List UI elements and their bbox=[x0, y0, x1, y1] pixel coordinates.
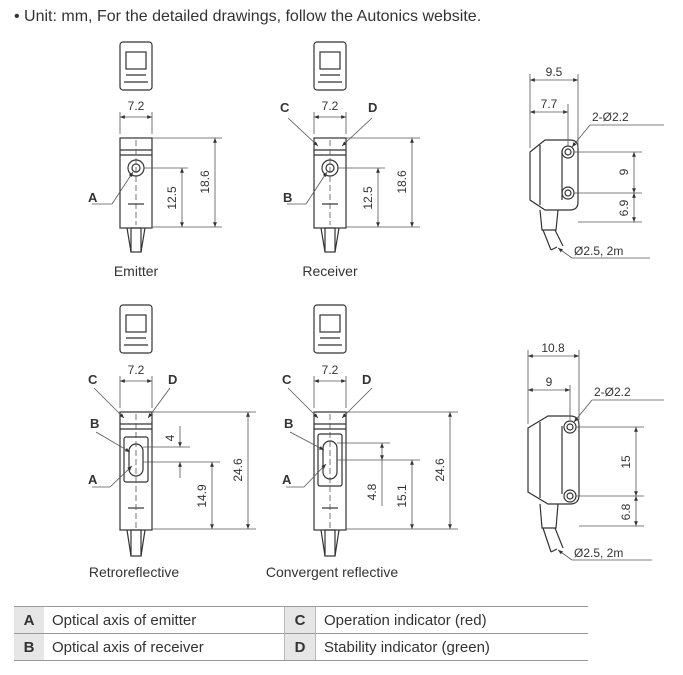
emitter-total-height-dim: 18.6 bbox=[198, 170, 212, 194]
legend-description: Optical axis of emitter bbox=[44, 606, 285, 634]
retro-total-height-dim: 24.6 bbox=[231, 458, 245, 482]
retro-spacing-dim: 4 bbox=[163, 434, 177, 441]
side-view-bottom bbox=[527, 350, 664, 561]
legend-key: A bbox=[14, 606, 44, 634]
convergent-top-view bbox=[313, 304, 347, 354]
conv-label-a: A bbox=[282, 472, 292, 487]
side-view-top bbox=[529, 74, 664, 259]
side-top-depth-inner-dim: 7.7 bbox=[541, 97, 558, 111]
side-top-hole-pitch-dim: 9 bbox=[617, 168, 631, 175]
side-top-hole-bottom-dim: 6.9 bbox=[617, 199, 631, 216]
legend-key: C bbox=[284, 606, 316, 634]
legend-description: Stability indicator (green) bbox=[315, 633, 588, 661]
receiver-label-d: D bbox=[368, 100, 377, 115]
conv-label-d: D bbox=[362, 372, 371, 387]
legend-description: Optical axis of receiver bbox=[44, 633, 285, 661]
dimension-drawing: 7.2 12.5 18.6 A Emitter 7.2 12.5 18.6 C … bbox=[88, 41, 664, 580]
side-top-holes-dim: 2-Ø2.2 bbox=[592, 110, 629, 124]
side-top-dimension-lines bbox=[529, 74, 664, 259]
conv-width-dim: 7.2 bbox=[322, 363, 339, 377]
conv-caption: Convergent reflective bbox=[266, 564, 399, 580]
receiver-dimension-lines bbox=[287, 112, 420, 228]
side-bottom-hole-bottom-dim: 6.8 bbox=[619, 503, 633, 520]
receiver-view bbox=[287, 41, 420, 253]
retroreflective-top-view bbox=[119, 304, 153, 354]
legend-key: D bbox=[284, 633, 316, 661]
emitter-label-a: A bbox=[88, 190, 98, 205]
receiver-total-height-dim: 18.6 bbox=[395, 170, 409, 194]
legend-row: A Optical axis of emitter C Operation in… bbox=[14, 606, 588, 634]
conv-label-c: C bbox=[282, 372, 292, 387]
conv-total-height-dim: 24.6 bbox=[433, 458, 447, 482]
receiver-label-c: C bbox=[280, 100, 290, 115]
emitter-dimension-lines bbox=[92, 112, 222, 228]
convergent-dimension-lines bbox=[286, 376, 458, 530]
convergent-view bbox=[286, 304, 458, 557]
retro-caption: Retroreflective bbox=[89, 564, 179, 580]
conv-spacing-dim: 4.8 bbox=[365, 483, 379, 500]
conv-lower-height-dim: 15.1 bbox=[395, 484, 409, 508]
side-top-cable-dim: Ø2.5, 2m bbox=[574, 244, 623, 258]
legend-key: B bbox=[14, 633, 44, 661]
emitter-view bbox=[92, 41, 222, 253]
side-bottom-depth-total-dim: 10.8 bbox=[541, 341, 565, 355]
emitter-width-dim: 7.2 bbox=[128, 99, 145, 113]
retro-label-b: B bbox=[90, 416, 99, 431]
emitter-caption: Emitter bbox=[114, 263, 159, 279]
unit-note: • Unit: mm, For the detailed drawings, f… bbox=[14, 8, 482, 25]
retroreflective-view bbox=[92, 304, 256, 557]
emitter-axis-height-dim: 12.5 bbox=[165, 186, 179, 210]
side-bottom-dimension-lines bbox=[527, 350, 664, 561]
receiver-label-b: B bbox=[283, 190, 292, 205]
side-bottom-hole-pitch-dim: 15 bbox=[619, 455, 633, 469]
legend-table: A Optical axis of emitter C Operation in… bbox=[14, 606, 588, 661]
receiver-axis-height-dim: 12.5 bbox=[361, 186, 375, 210]
receiver-caption: Receiver bbox=[302, 263, 358, 279]
side-bottom-cable-dim: Ø2.5, 2m bbox=[574, 546, 623, 560]
legend-description: Operation indicator (red) bbox=[315, 606, 588, 634]
retro-label-c: C bbox=[88, 372, 98, 387]
side-bottom-depth-inner-dim: 9 bbox=[546, 375, 553, 389]
receiver-width-dim: 7.2 bbox=[322, 99, 339, 113]
retro-width-dim: 7.2 bbox=[128, 363, 145, 377]
retro-label-a: A bbox=[88, 472, 98, 487]
emitter-top-view bbox=[119, 41, 153, 91]
retroreflective-dimension-lines bbox=[92, 376, 256, 530]
legend-row: B Optical axis of receiver D Stability i… bbox=[14, 633, 588, 661]
retro-lower-height-dim: 14.9 bbox=[195, 484, 209, 508]
side-bottom-holes-dim: 2-Ø2.2 bbox=[594, 385, 631, 399]
conv-label-b: B bbox=[284, 416, 293, 431]
receiver-top-view bbox=[313, 41, 347, 91]
retro-label-d: D bbox=[168, 372, 177, 387]
side-top-depth-total-dim: 9.5 bbox=[546, 65, 563, 79]
